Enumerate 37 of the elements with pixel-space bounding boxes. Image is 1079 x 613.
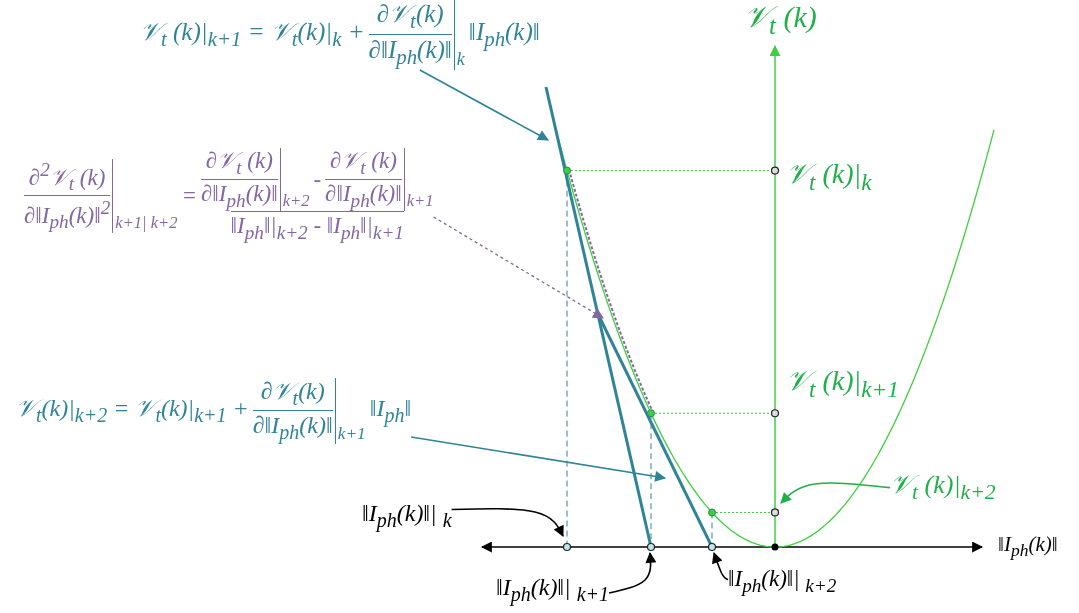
math-text: ∂𝒱$_{t}$ (k) xyxy=(329,148,397,179)
math-text: 𝒱$_{t}$ (k)|$_{k+1}$ = 𝒱$_{t}$(k)|$_{k}$ + xyxy=(140,18,365,52)
math-text: k xyxy=(456,49,465,70)
math-text: k+1 xyxy=(406,191,434,212)
arrow xyxy=(780,482,891,504)
math-text: ‖I$_{ph}$‖|$_{k+2}$ - ‖I$_{ph}$‖|$_{k+1}$ xyxy=(230,213,404,244)
math-text: k+1| k+2 xyxy=(115,213,178,234)
arrow xyxy=(712,551,729,581)
axis-value-label: ‖I$_{ph}$(k)‖| $_{k+2}$ xyxy=(728,566,837,597)
math-text: ∂‖I$_{ph}$(k)‖ xyxy=(201,180,278,212)
math-text: ‖I$_{ph}$‖ xyxy=(369,394,412,427)
axis-value-label: ‖I$_{ph}$(k)‖| $_{k}$ xyxy=(362,500,452,532)
axis-value-label: 𝒱$_{t}$ (k)|$_{k}$ xyxy=(786,158,872,196)
math-text: ‖I$_{ph}$(k)‖ xyxy=(468,18,540,52)
math-text: = xyxy=(181,182,197,209)
math-text: 𝒱$_{t}$(k)|$_{k+2}$ = 𝒱$_{t}$(k)|$_{k+1}$ + xyxy=(16,394,249,427)
axis-title: ‖I$_{ph}$(k)‖ xyxy=(998,532,1058,562)
axis-value-label: 𝒱$_{t}$ (k)|$_{k+1}$ xyxy=(786,365,900,403)
math-text: ∂$^{2}$𝒱$_{t}$ (k) xyxy=(28,158,106,195)
math-text: ∂‖I$_{ph}$(k)‖ xyxy=(368,36,452,70)
math-text: ∂‖I$_{ph}$(k)‖ xyxy=(325,180,402,212)
math-text: ∂𝒱$_{t}$ (k) xyxy=(205,148,273,179)
arrow xyxy=(419,69,549,141)
axis-value-label: 𝒱$_{t}$ (k)|$_{k+2}$ xyxy=(890,470,996,506)
math-text: ∂𝒱$_{t}$(k) xyxy=(376,0,444,34)
math-text: - xyxy=(313,166,322,193)
math-text: k+1 xyxy=(337,423,366,444)
arrow xyxy=(432,216,604,319)
math-text: k+2 xyxy=(282,191,310,212)
math-text: ∂‖I$_{ph}$(k)‖ xyxy=(252,411,333,444)
arrow xyxy=(410,436,667,482)
arrow xyxy=(608,551,657,594)
math-text: ∂‖I$_{ph}$(k)‖$^{2}$ xyxy=(24,196,111,234)
axis-title: 𝒱$_{t}$ (k) xyxy=(744,0,817,40)
axis-value-label: ‖I$_{ph}$(k)‖| $_{k+1}$ xyxy=(496,574,610,606)
math-text: ∂𝒱$_{t}$(k) xyxy=(260,378,325,410)
arrow xyxy=(450,507,564,537)
